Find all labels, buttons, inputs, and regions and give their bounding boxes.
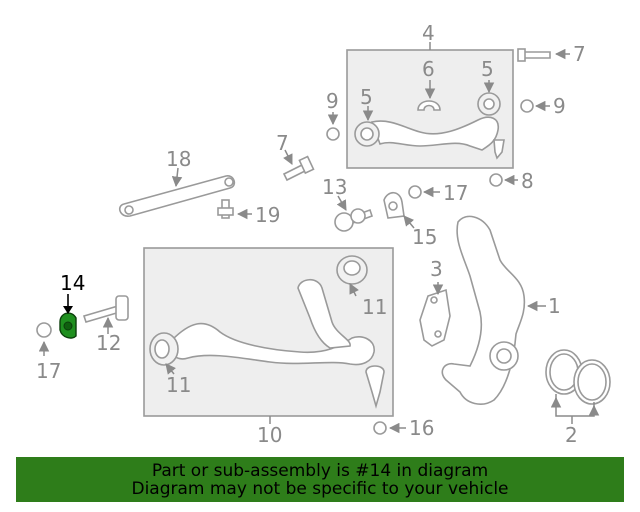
callout-2: 2 — [565, 423, 578, 447]
banner-line-2: Diagram may not be specific to your vehi… — [131, 478, 509, 499]
cam-bolt-12 — [82, 305, 122, 323]
lower-ball-joint — [365, 365, 385, 409]
callout-7-middle: 7 — [276, 131, 289, 155]
callout-17-left: 17 — [36, 359, 61, 383]
callout-1: 1 — [548, 294, 561, 318]
callout-12: 12 — [96, 331, 121, 355]
callout-6: 6 — [422, 57, 435, 81]
nut-right — [520, 99, 534, 113]
upper-ball-joint — [493, 139, 505, 160]
nut-8 — [489, 173, 503, 187]
callout-5-left: 5 — [360, 85, 373, 109]
callout-7-top: 7 — [573, 42, 586, 66]
callout-8: 8 — [521, 169, 534, 193]
lower-control-arm — [169, 322, 375, 366]
callout-11-left: 11 — [166, 373, 191, 397]
callout-19: 19 — [255, 203, 280, 227]
callout-15: 15 — [412, 225, 437, 249]
callout-18: 18 — [166, 147, 191, 171]
lower-arm-rear-leg — [297, 278, 351, 349]
callout-13: 13 — [322, 175, 347, 199]
bracket-3 — [419, 288, 451, 347]
nut-17-top — [408, 185, 422, 199]
callout-4: 4 — [422, 21, 435, 45]
callout-14: 14 — [60, 271, 85, 295]
upper-control-arm — [370, 116, 500, 151]
callout-10: 10 — [257, 423, 282, 447]
parts-diagram: 4 5 5 6 7 9 9 8 7 18 19 13 — [36, 21, 611, 447]
nut-16 — [373, 421, 387, 435]
nut-17-left — [36, 322, 52, 338]
callout-9-left: 9 — [326, 89, 339, 113]
steering-knuckle — [441, 215, 526, 405]
bolt-top-right — [521, 51, 551, 59]
info-banner: Part or sub-assembly is #14 in diagram D… — [16, 457, 624, 502]
nut-left — [326, 127, 340, 141]
cam-washer-14-hole — [63, 321, 73, 331]
callout-16: 16 — [409, 416, 434, 440]
upper-arm-clip — [417, 100, 441, 111]
lateral-link-rod — [118, 175, 236, 217]
callout-5-right: 5 — [481, 57, 494, 81]
callout-9-right: 9 — [553, 94, 566, 118]
callout-17-top: 17 — [443, 181, 468, 205]
banner-line-1: Part or sub-assembly is #14 in diagram — [151, 460, 489, 481]
callout-3: 3 — [430, 257, 443, 281]
callout-11-right: 11 — [362, 295, 387, 319]
